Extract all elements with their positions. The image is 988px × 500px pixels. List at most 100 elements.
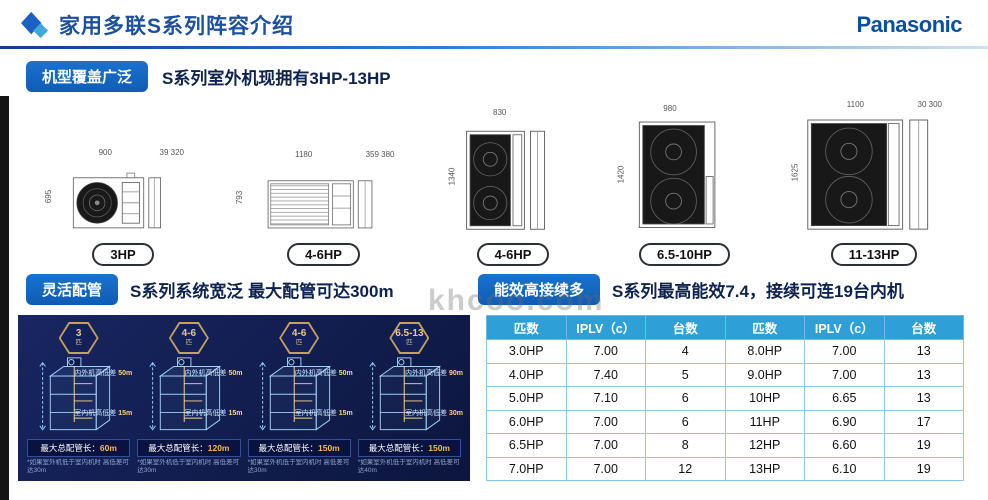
page-title: 家用多联S系列阵容介绍 [59, 15, 295, 38]
table-row: 6.5HP 7.00 8 12HP 6.60 19 [486, 433, 964, 458]
max-pipe-length-bar: 最大总配管长：150m [247, 439, 351, 458]
table-cell: 7.00 [804, 362, 885, 387]
hex-badge-main: 3 [75, 328, 82, 340]
capacity-hex-badge: 4-6 匹 [168, 322, 209, 354]
table-cell: 7.0HP [486, 456, 567, 481]
hex-badge-main: 4-6 [291, 328, 307, 340]
outdoor-unit-drawing [466, 130, 545, 230]
building-diagram-1: 3 匹 内外机高低差 [27, 322, 133, 474]
table-cell: 6.5HP [486, 433, 567, 458]
table-row: 7.0HP 7.00 12 13HP 6.10 19 [486, 456, 964, 481]
dim-label: 830 [493, 108, 507, 117]
max-pipe-length-bar: 最大总配管长：120m [137, 439, 241, 458]
table-cell: 13HP [724, 456, 805, 481]
dim-label: 695 [44, 189, 54, 203]
dim-label: 980 [663, 104, 677, 113]
table-cell: 12 [645, 456, 726, 481]
unit-drawing-wrap: 830 1340 [447, 107, 563, 236]
indoor-diff-label: 室内机高低差 15m [74, 410, 133, 417]
table-cell: 7.00 [565, 456, 646, 481]
piping-panel: 3 匹 内外机高低差 [18, 315, 470, 481]
table-cell: 10HP [724, 386, 805, 411]
unit-label-pill: 6.5-10HP [639, 243, 730, 266]
efficiency-headline: S系列最高能效7.4，接续可连19台内机 [612, 282, 904, 301]
height-diff-label: 内外机高低差 50m [184, 370, 243, 377]
table-cell: 8.0HP [724, 339, 805, 364]
unit-4-6hp-horizontal: 1180 359 380 793 [235, 149, 395, 266]
table-cell: 13 [883, 339, 964, 364]
header-divider [0, 46, 988, 49]
indoor-diff-label: 室内机高低差 30m [405, 410, 463, 417]
efficiency-badge: 能效高接续多 [478, 274, 601, 305]
hex-badge-sub: 匹 [295, 339, 303, 347]
outdoor-unit-drawing [72, 172, 161, 229]
col-header: 台数 [883, 315, 964, 340]
footnote: *如果室外机低于室内机时 高低差可达30m [27, 459, 129, 474]
header-bar: 家用多联S系列阵容介绍 Panasonic [0, 0, 988, 44]
table-cell: 8 [645, 433, 726, 458]
dim-label: 1180 [295, 150, 313, 159]
height-diff-label: 内外机高低差 90m [405, 370, 463, 377]
dim-label: 39 320 [159, 148, 184, 157]
footnote: *如果室外机低于室内机时 高低差可达30m [137, 459, 240, 474]
table-cell: 6 [645, 409, 726, 434]
section-lineup-heading: 机型覆盖广泛 S系列室外机现拥有3HP-13HP [26, 61, 962, 92]
outdoor-units-row: 900 39 320 695 3HP [0, 94, 988, 266]
dim-label: 359 380 [365, 150, 395, 159]
dim-label: 793 [234, 190, 244, 204]
unit-label-pill: 4-6HP [476, 243, 550, 266]
spec-table-wrap: 匹数 IPLV（c） 台数 匹数 IPLV（c） 台数 3.0HP 7.00 4… [486, 315, 964, 481]
section-efficiency-heading: 能效高接续多 S系列最高能效7.4，接续可连19台内机 [478, 274, 962, 305]
table-row: 6.0HP 7.00 6 11HP 6.90 17 [486, 409, 964, 434]
table-cell: 11HP [724, 409, 805, 434]
capacity-hex-badge: 4-6 匹 [279, 322, 320, 354]
building-illustration [369, 357, 442, 431]
capacity-hex-badge: 6.5-13 匹 [389, 322, 430, 354]
footnote: *如果室外机低于室内机时 高低差可达40m [357, 459, 460, 474]
table-cell: 9.0HP [724, 362, 805, 387]
table-row: 5.0HP 7.10 6 10HP 6.65 13 [486, 386, 964, 411]
table-cell: 7.10 [565, 386, 646, 411]
table-cell: 5.0HP [486, 386, 567, 411]
table-cell: 13 [883, 362, 964, 387]
lineup-headline: S系列室外机现拥有3HP-13HP [162, 69, 391, 88]
table-cell: 6.65 [804, 386, 885, 411]
building-diagram-2: 4-6 匹 内外机高 [137, 322, 243, 474]
unit-6-5-10hp: 980 1420 6.5-10HP [616, 103, 738, 266]
dim-label: 900 [98, 148, 112, 157]
dim-label: 1625 [790, 163, 800, 181]
outdoor-unit-drawing [807, 119, 929, 230]
hex-badge-main: 6.5-13 [395, 328, 424, 340]
table-cell: 4.0HP [486, 362, 567, 387]
table-cell: 6.90 [804, 409, 885, 434]
hex-badge-main: 4-6 [181, 328, 197, 340]
table-cell: 7.00 [804, 339, 885, 364]
table-cell: 7.00 [565, 433, 646, 458]
left-edge-strip [0, 96, 9, 500]
iplv-spec-table: 匹数 IPLV（c） 台数 匹数 IPLV（c） 台数 3.0HP 7.00 4… [486, 315, 964, 481]
height-diff-label: 内外机高低差 50m [294, 370, 353, 377]
hex-badge-sub: 匹 [75, 339, 82, 347]
col-header: IPLV（c） [565, 315, 646, 340]
panasonic-logo: Panasonic [856, 12, 962, 37]
building-illustration [149, 357, 221, 431]
table-cell: 3.0HP [486, 339, 567, 364]
building-illustration [39, 357, 111, 431]
table-cell: 17 [883, 409, 964, 434]
capacity-hex-badge: 3 匹 [58, 322, 99, 354]
hex-badge-sub: 匹 [406, 339, 413, 347]
table-cell: 5 [645, 362, 726, 387]
table-cell: 6.0HP [486, 409, 567, 434]
col-header: 匹数 [724, 315, 805, 340]
table-cell: 19 [883, 456, 964, 481]
indoor-diff-label: 室内机高低差 15m [184, 410, 243, 417]
unit-label-pill: 3HP [92, 243, 154, 266]
dim-label: 30 300 [917, 100, 942, 109]
building-diagram-4: 6.5-13 匹 内 [357, 322, 463, 474]
col-header: 匹数 [486, 315, 567, 340]
dim-label: 1340 [447, 167, 457, 185]
unit-drawing-wrap: 980 1420 [616, 103, 738, 236]
max-pipe-length-bar: 最大总配管长：60m [27, 439, 131, 458]
lineup-badge: 机型覆盖广泛 [26, 61, 149, 92]
